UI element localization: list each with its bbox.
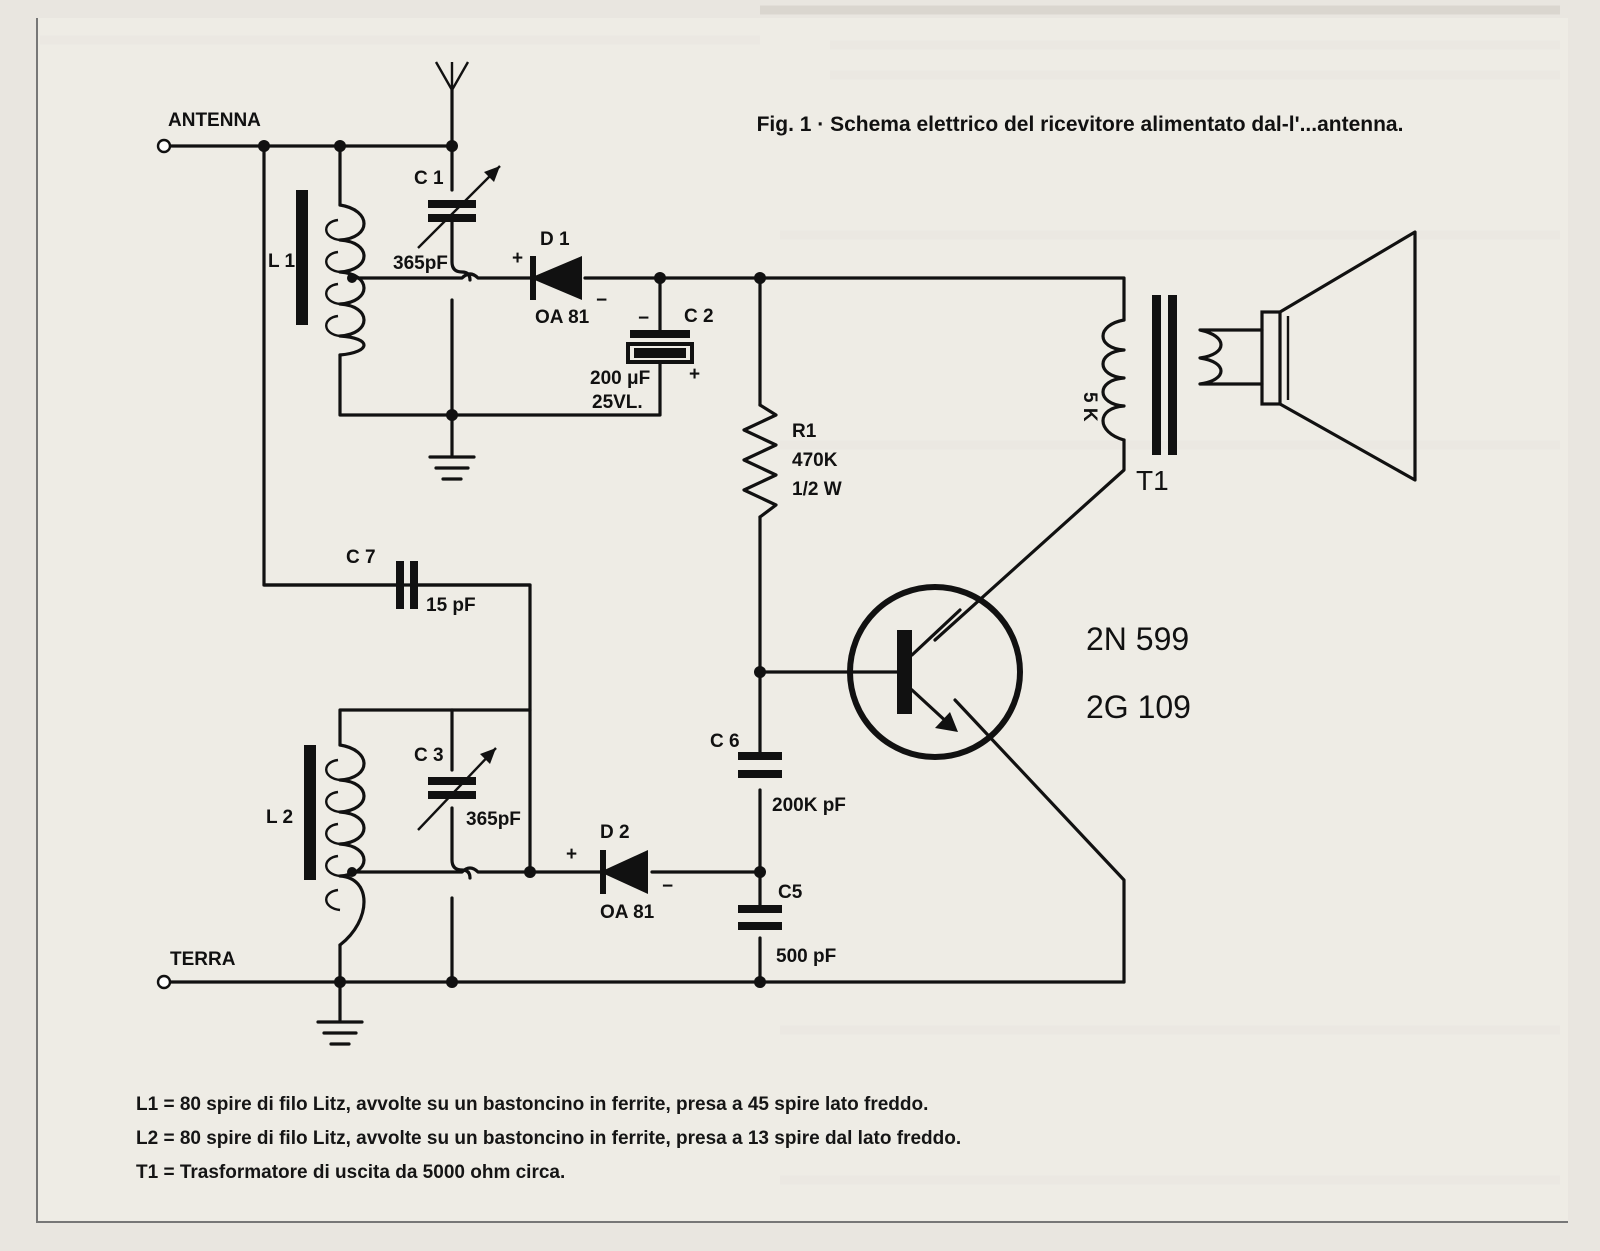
label-c5: C5 (778, 882, 803, 903)
label-c2-minus: − (638, 308, 649, 329)
capacitor-c1 (417, 165, 501, 249)
label-c3-value: 365pF (466, 809, 521, 830)
speaker-icon (1260, 230, 1417, 482)
label-d2-plus: + (566, 844, 577, 865)
label-d2-type: OA 81 (600, 902, 655, 923)
label-d2-minus: − (662, 876, 673, 897)
label-l2: L 2 (266, 807, 293, 828)
label-d1: D 1 (540, 229, 570, 250)
legend-l1: L1 = 80 spire di filo Litz, avvolte su u… (136, 1094, 929, 1115)
wires (166, 61, 1126, 1022)
capacitor-c5 (738, 905, 782, 930)
transistor-q1 (847, 584, 1023, 760)
legend-l2: L2 = 80 spire di filo Litz, avvolte su u… (136, 1128, 962, 1149)
label-c6-value: 200K pF (772, 795, 846, 816)
diode-d1 (530, 256, 582, 300)
legend-t1: T1 = Trasformatore di uscita da 5000 ohm… (136, 1162, 566, 1183)
label-c2-plus: + (689, 364, 700, 385)
terminals (156, 138, 172, 990)
label-d2: D 2 (600, 822, 630, 843)
label-d1-type: OA 81 (535, 307, 590, 328)
label-r1-power: 1/2 W (792, 479, 842, 500)
label-l1: L 1 (268, 251, 296, 272)
component-legend: L1 = 80 spire di filo Litz, avvolte su u… (136, 1088, 961, 1190)
label-c1: C 1 (414, 168, 444, 189)
label-t1-primary: 5 K (1079, 392, 1100, 422)
diode-d2 (600, 850, 648, 894)
label-c2-voltage: 25VL. (592, 392, 643, 413)
ground-symbol-2 (316, 1020, 364, 1046)
label-transistor-2: 2G 109 (1086, 689, 1191, 725)
label-d1-minus: − (596, 290, 607, 311)
label-antenna: ANTENNA (168, 110, 261, 131)
figure-frame (36, 18, 1568, 1223)
label-c7: C 7 (346, 547, 376, 568)
label-terra: TERRA (170, 949, 236, 970)
transformer-t1 (1101, 295, 1264, 455)
label-c7-value: 15 pF (426, 595, 476, 616)
coil-l2 (304, 743, 366, 947)
label-r1-value: 470K (792, 450, 838, 471)
label-transistor-1: 2N 599 (1086, 621, 1189, 657)
capacitor-c3 (417, 747, 497, 831)
capacitor-c6 (738, 752, 782, 778)
label-c5-value: 500 pF (776, 946, 836, 967)
figure-caption: Fig. 1 · Schema elettrico del ricevitore… (756, 113, 1404, 136)
label-c2: C 2 (684, 306, 714, 327)
capacitor-c2 (626, 330, 694, 364)
label-r1: R1 (792, 421, 817, 442)
ground-symbol-1 (428, 455, 476, 481)
label-c3: C 3 (414, 745, 444, 766)
junction-dots (258, 140, 766, 988)
resistor-r1 (742, 403, 778, 519)
coil-l1 (296, 190, 366, 357)
capacitor-c7 (396, 561, 418, 609)
label-t1: T1 (1136, 465, 1169, 496)
label-c6: C 6 (710, 731, 740, 752)
label-c1-value: 365pF (393, 253, 448, 274)
label-c2-value: 200 μF (590, 368, 650, 389)
label-d1-plus: + (512, 248, 523, 269)
